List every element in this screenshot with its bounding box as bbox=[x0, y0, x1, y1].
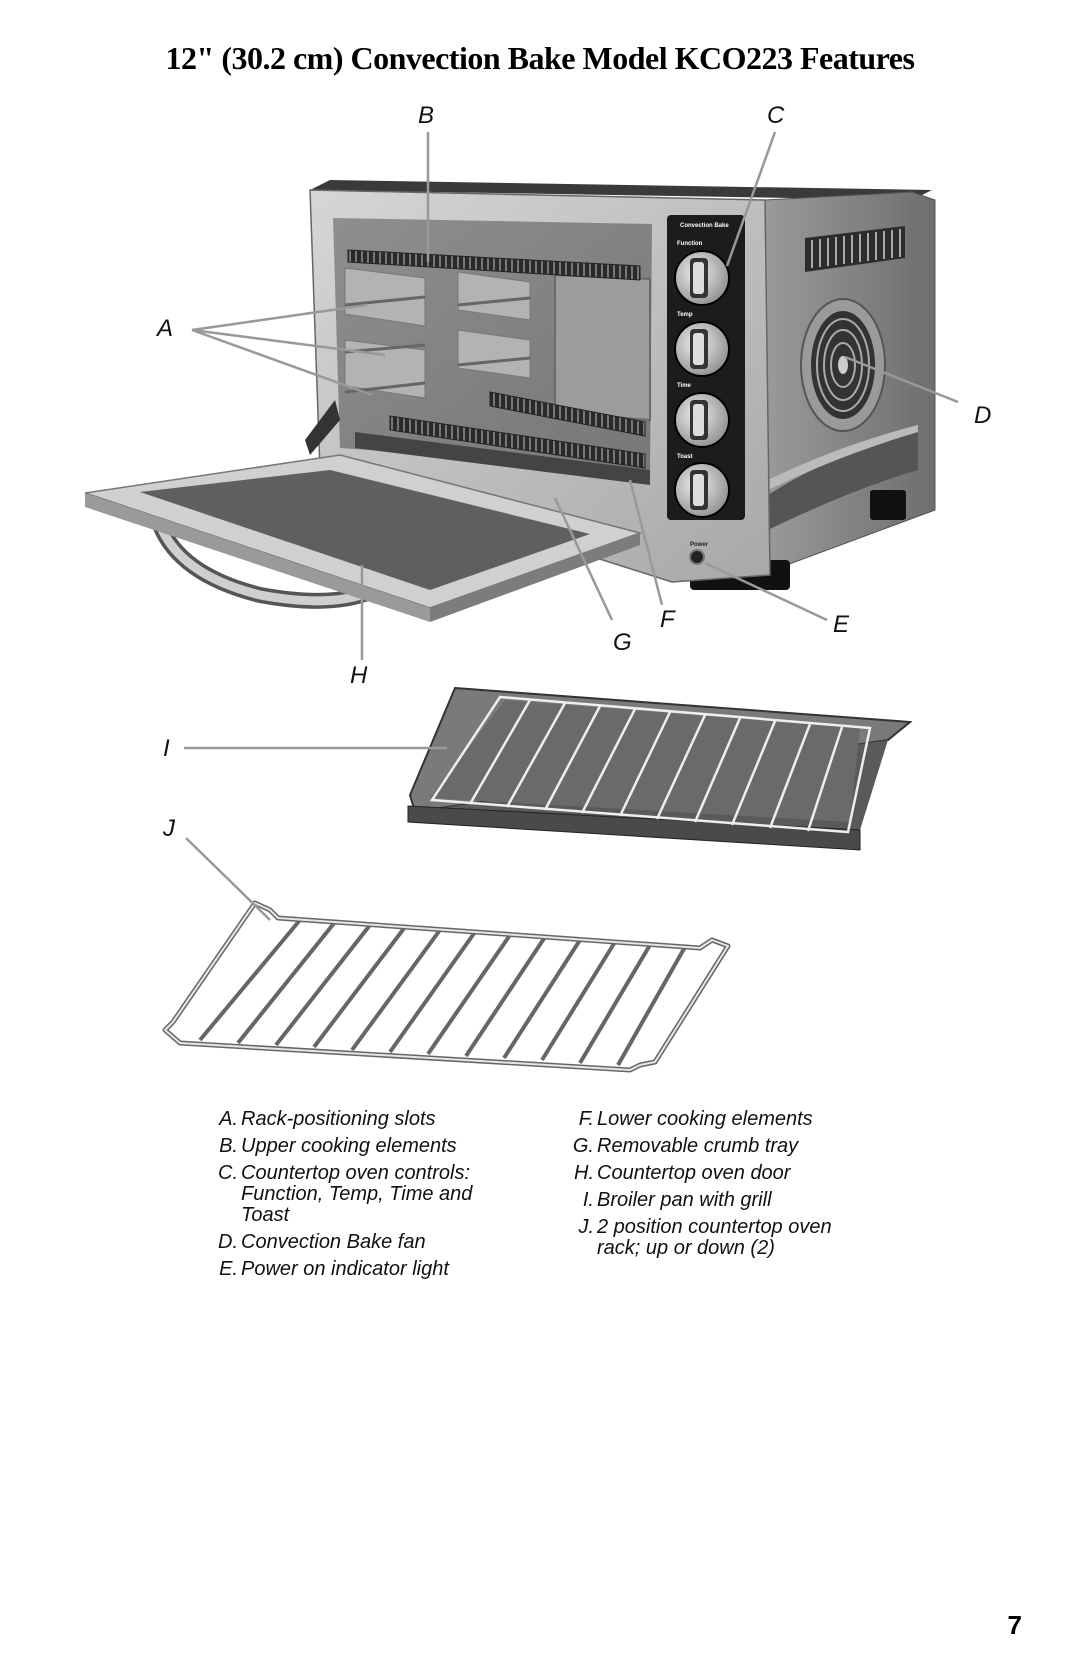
legend-item: A.Rack-positioning slots bbox=[212, 1109, 512, 1130]
lower-cooking-element bbox=[489, 391, 646, 437]
oven-door-glass bbox=[140, 470, 590, 590]
legend-key: F. bbox=[578, 1108, 594, 1130]
function-label: Function bbox=[677, 241, 703, 247]
legend-right: F.Lower cooking elements G.Removable cru… bbox=[568, 1109, 888, 1265]
callout-B: B bbox=[418, 102, 434, 129]
legend-text: Broiler pan with grill bbox=[597, 1189, 772, 1211]
legend-key: B. bbox=[219, 1135, 238, 1157]
legend-text: Lower cooking elements bbox=[597, 1108, 813, 1130]
legend-item: J.2 position countertop oven rack; up or… bbox=[568, 1217, 888, 1259]
callout-J: J bbox=[162, 815, 176, 842]
legend-key: H. bbox=[574, 1162, 594, 1184]
legend-text: Countertop oven door bbox=[597, 1162, 791, 1184]
toast-knob[interactable] bbox=[674, 462, 730, 518]
temp-label: Temp bbox=[677, 312, 693, 318]
legend-text: 2 position countertop oven rack; up or d… bbox=[597, 1216, 832, 1259]
legend-item: B.Upper cooking elements bbox=[212, 1136, 512, 1157]
convection-fan-icon bbox=[800, 298, 886, 432]
page-title: 12" (30.2 cm) Convection Bake Model KCO2… bbox=[165, 40, 915, 76]
power-label: Power bbox=[690, 542, 709, 548]
legend-key: C. bbox=[218, 1162, 238, 1184]
legend-text: Convection Bake fan bbox=[241, 1231, 426, 1253]
legend-text: Power on indicator light bbox=[241, 1258, 449, 1280]
oven-door[interactable] bbox=[84, 454, 643, 622]
callout-I: I bbox=[163, 735, 170, 762]
legend-item: E.Power on indicator light bbox=[212, 1259, 512, 1280]
legend-item: F.Lower cooking elements bbox=[568, 1109, 888, 1130]
legend-text: Removable crumb tray bbox=[597, 1135, 799, 1157]
time-label: Time bbox=[677, 383, 692, 389]
oven-rack bbox=[162, 900, 731, 1073]
callout-C: C bbox=[767, 102, 785, 129]
broiler-pan bbox=[407, 686, 913, 851]
callout-E: E bbox=[833, 611, 850, 638]
upper-cooking-element bbox=[347, 249, 641, 281]
function-knob[interactable] bbox=[674, 250, 730, 306]
legend-text: Upper cooking elements bbox=[241, 1135, 457, 1157]
callout-F: F bbox=[660, 606, 676, 633]
vent-grille bbox=[805, 226, 905, 272]
legend-item: I.Broiler pan with grill bbox=[568, 1190, 888, 1211]
crumb-tray bbox=[355, 432, 650, 485]
legend-item: D.Convection Bake fan bbox=[212, 1232, 512, 1253]
legend-left: A.Rack-positioning slots B.Upper cooking… bbox=[212, 1109, 512, 1286]
legend-item: G.Removable crumb tray bbox=[568, 1136, 888, 1157]
oven-rack-highlight bbox=[164, 902, 729, 1071]
legend-text: Rack-positioning slots bbox=[241, 1108, 436, 1130]
legend-key: E. bbox=[219, 1258, 238, 1280]
toast-label: Toast bbox=[677, 454, 693, 460]
panel-brand-label: Convection Bake bbox=[680, 223, 729, 229]
legend-item: C.Countertop oven controls: Function, Te… bbox=[212, 1163, 512, 1226]
control-panel: Convection Bake Function Temp Time Toast bbox=[667, 215, 745, 520]
temp-knob[interactable] bbox=[674, 321, 730, 377]
rack-positioning-slots bbox=[344, 267, 531, 399]
legend-key: D. bbox=[218, 1231, 238, 1253]
power-indicator-light bbox=[689, 549, 705, 565]
page-number: 7 bbox=[1007, 1610, 1022, 1640]
broiler-grill bbox=[429, 695, 872, 834]
callout-H: H bbox=[350, 662, 368, 689]
legend-key: G. bbox=[572, 1135, 594, 1157]
countertop-oven: Convection Bake Function Temp Time Toast bbox=[84, 180, 936, 622]
callout-leader-lines bbox=[184, 131, 959, 921]
callout-A: A bbox=[155, 315, 173, 342]
legend-text: Countertop oven controls: Function, Temp… bbox=[241, 1162, 473, 1226]
callout-G: G bbox=[613, 629, 632, 656]
legend-key: A. bbox=[219, 1108, 238, 1130]
legend-key: J. bbox=[578, 1216, 594, 1238]
time-knob[interactable] bbox=[674, 392, 730, 448]
legend-key: I. bbox=[582, 1189, 594, 1211]
legend-item: H.Countertop oven door bbox=[568, 1163, 888, 1184]
callout-D: D bbox=[974, 402, 991, 429]
